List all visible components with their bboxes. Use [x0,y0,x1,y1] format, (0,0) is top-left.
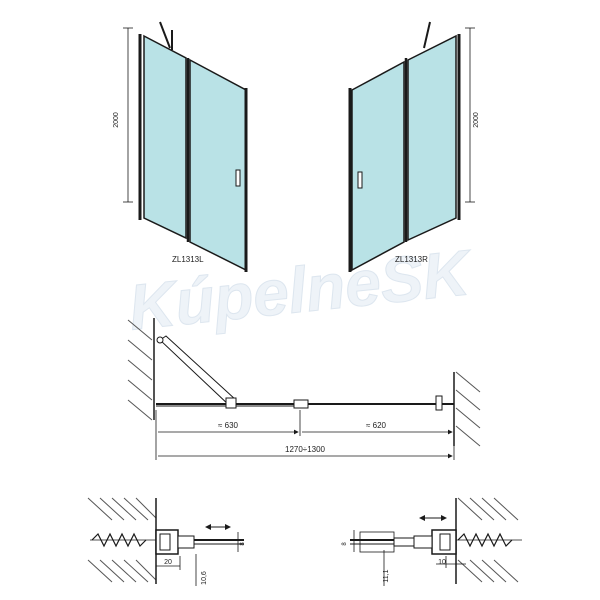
left-height-label: 2000 [113,112,120,128]
plan-view [127,318,481,460]
right-height-label: 2000 [473,112,480,128]
left-wall-hatch [127,319,153,421]
left-detail-side: 8 [240,542,246,546]
plan-dim-total: 1270÷1300 [285,445,326,454]
left-detail-width: 20 [164,559,172,566]
left-model-label: ZL1313L [172,255,204,264]
right-wall-hatch [455,371,481,447]
left-shower-panel [123,21,248,272]
plan-dim-right: ≈ 620 [366,421,387,430]
left-detail-height: 10,6 [201,571,208,585]
left-profile-detail [87,497,244,586]
right-shower-panel [348,21,475,272]
right-profile-detail [350,497,522,586]
watermark: KúpelneSK [125,236,477,344]
right-model-label: ZL1313R [395,255,428,264]
right-detail-width: 10 [438,559,446,566]
plan-dim-left: ≈ 630 [218,421,239,430]
right-detail-side: 8 [342,542,348,546]
right-detail-height: 11,1 [383,569,390,582]
